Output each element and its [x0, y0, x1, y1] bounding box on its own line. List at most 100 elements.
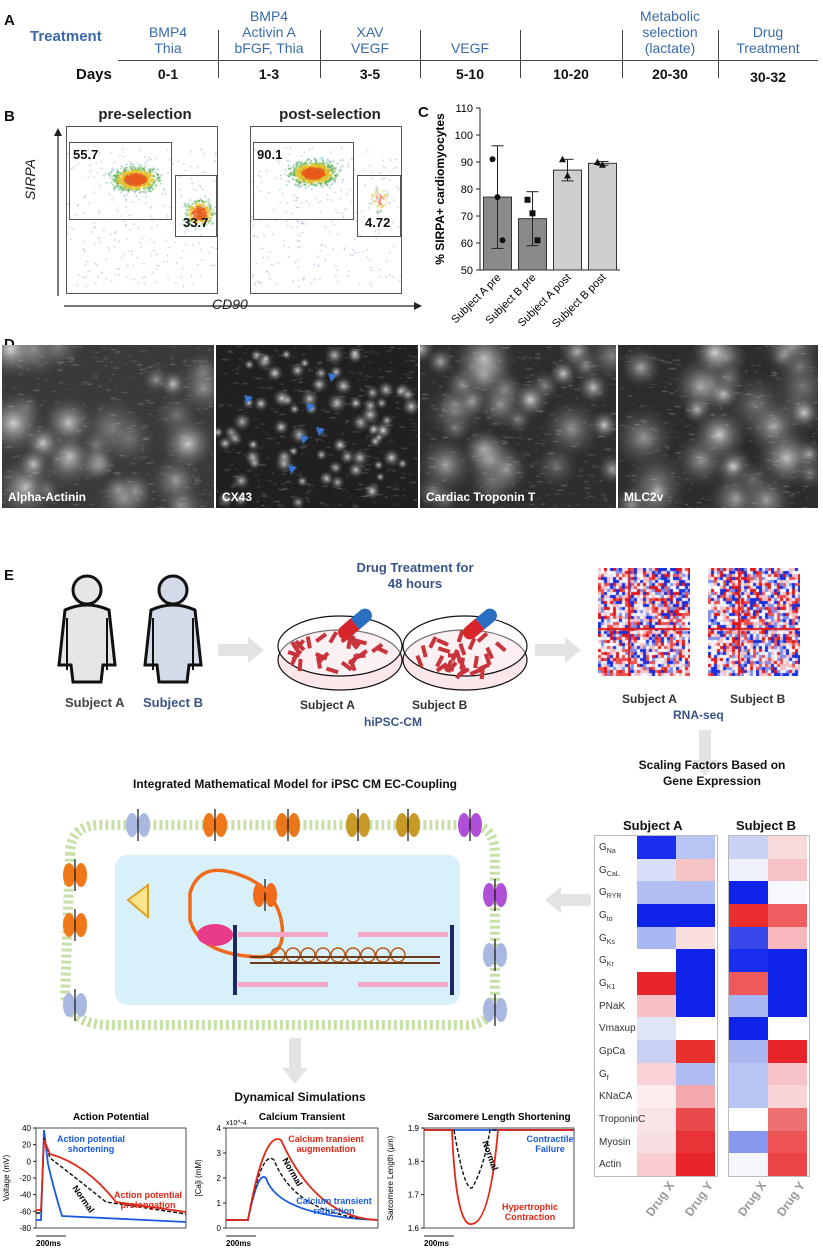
ap-prolong-trace: [36, 1139, 187, 1213]
sarcoplasmic-reticulum: [188, 868, 285, 959]
heatmap-cell: [768, 858, 807, 882]
y-tick-label: 50: [461, 265, 473, 277]
pre-selection-title: pre-selection: [98, 106, 192, 123]
ion-channel-icon: [483, 943, 495, 967]
rnaseq-subject-a-label: Subject A: [622, 692, 677, 706]
dish-subject-a-label: Subject A: [300, 698, 355, 712]
timeline-divider: [718, 30, 719, 78]
heatmap-cell: [676, 994, 715, 1018]
y-tick-label: 90: [461, 157, 473, 169]
ion-channel-icon: [495, 883, 507, 907]
microscopy-texture: [2, 345, 214, 508]
heatmap-col-label: Drug X: [735, 1178, 770, 1220]
data-point: [599, 161, 606, 168]
y-tick-label: 3: [217, 1149, 222, 1158]
y-tick-label: 110: [455, 103, 473, 115]
cell-shape: [447, 653, 461, 658]
heatmap-cell: [676, 1062, 715, 1086]
day-range: 3-5: [359, 66, 381, 82]
data-point: [529, 210, 536, 217]
plot-frame: [423, 1127, 575, 1229]
cell-shape: [476, 631, 489, 643]
y-tick-label: -60: [19, 1207, 31, 1216]
timeline-divider: [218, 30, 219, 78]
heatmap-cell: [676, 881, 715, 904]
dish-subject-b-label: Subject B: [412, 698, 468, 712]
bar: [588, 162, 617, 271]
heatmap-cell: [729, 949, 768, 972]
heatmap-cell: [729, 904, 768, 927]
heatmap-cell: [729, 881, 768, 904]
heatmap-row-label: KNaCA: [599, 1091, 633, 1103]
thin-filament: [238, 982, 328, 987]
gate-bottom-pre-value: 33.7: [183, 215, 209, 230]
heatmap-cell: [676, 949, 715, 972]
heatmap-col-label: Drug Y: [682, 1178, 716, 1220]
heatmap-row-label: Myosin: [599, 1136, 631, 1148]
ca-aug-label: Calcium transient: [288, 1134, 364, 1144]
ion-channel-icon: [396, 813, 408, 837]
heatmap-subject-a-title: Subject A: [623, 818, 683, 833]
thin-filament: [238, 932, 328, 937]
cell-shape: [485, 646, 495, 660]
timeline-divider: [320, 30, 321, 78]
ca-reduction-label: reduction: [313, 1206, 354, 1216]
gate-top-pre-value: 55.7: [73, 147, 99, 162]
flow-plot-pre: 55.7 33.7: [66, 126, 218, 294]
arrow-right-2: [535, 637, 581, 663]
heatmap-row-label: Vmaxup: [599, 1023, 636, 1035]
y-tick-label: 1.7: [408, 1191, 420, 1200]
heatmap-cell: [768, 836, 807, 859]
cell-shape: [347, 654, 360, 666]
heatmap-cell: [768, 949, 807, 972]
microscopy-label: Cardiac Troponin T: [426, 490, 536, 504]
timeline-divider: [622, 30, 623, 78]
ion-channel-icon: [470, 813, 482, 837]
y-tick-label: 20: [22, 1141, 31, 1150]
ion-channel-icon: [458, 813, 470, 837]
arrow-left: [545, 887, 591, 913]
y-tick-label: 0: [217, 1224, 222, 1233]
action-potential-plot: Action Potential40200-20-40-60-80Voltage…: [2, 1112, 187, 1248]
heatmap-row-label: GpCa: [599, 1046, 626, 1057]
ion-channel-icon: [63, 913, 75, 937]
heatmap-cell: [729, 836, 768, 859]
serca-pump-icon: [126, 883, 149, 920]
heatmap-col-label: Drug Y: [774, 1178, 808, 1220]
heatmap-row-label: GNa: [599, 842, 616, 855]
ap-prolong-label: prolongation: [121, 1200, 176, 1210]
cell-shape: [469, 667, 483, 676]
y-tick-label: 4: [217, 1124, 222, 1133]
gate-bottom-post: [357, 175, 401, 237]
y-tick-label: -80: [19, 1224, 31, 1233]
heatmap-cell: [729, 1017, 768, 1040]
ap-normal-label: Normal: [70, 1183, 96, 1214]
cell-shape: [458, 642, 467, 656]
heatmap-row-label: Gf: [599, 1068, 609, 1082]
data-point: [594, 158, 601, 165]
cell-shape: [315, 632, 328, 643]
microscopy-label: MLC2v: [624, 490, 664, 504]
heatmap-cell: [676, 836, 715, 859]
ion-channel-icon: [358, 813, 370, 837]
ca-normal-trace: [226, 1157, 379, 1221]
heatmap-cell: [729, 1130, 768, 1154]
data-point: [499, 237, 506, 244]
heatmap-row-label: GK1: [599, 978, 616, 991]
ion-channel-icon: [215, 813, 227, 837]
cd90-axis-label: CD90: [212, 296, 248, 312]
cell-shape: [467, 637, 477, 651]
heatmap-cell: [676, 1108, 715, 1131]
heatmap-cell: [637, 881, 676, 904]
ion-channel-icon: [346, 813, 358, 837]
data-point: [534, 237, 541, 244]
cell-shape: [479, 666, 485, 680]
heatmap-cell: [729, 972, 768, 995]
cytoplasm: [115, 855, 460, 1005]
heatmap-cell: [637, 1085, 676, 1108]
arrow-down-1: [692, 730, 718, 776]
cell-shape: [297, 658, 303, 672]
cell-shape: [325, 666, 339, 675]
